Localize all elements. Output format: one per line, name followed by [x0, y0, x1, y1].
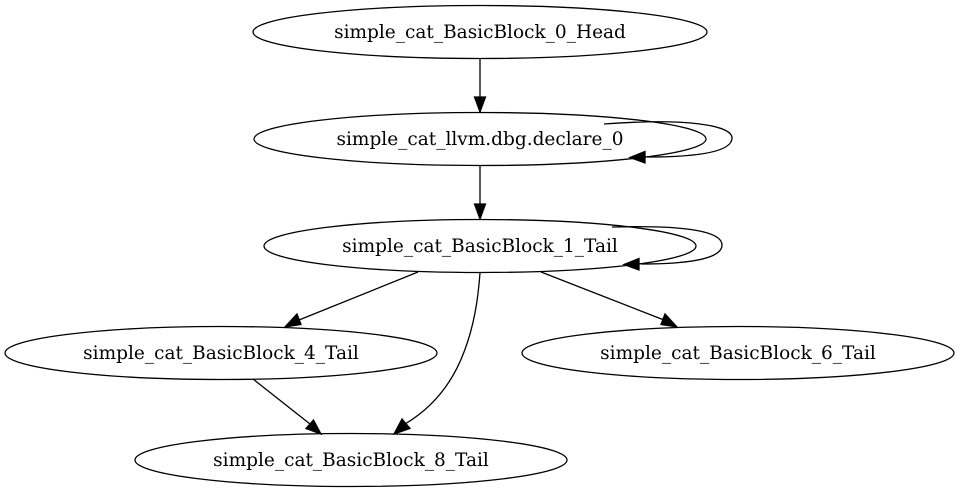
arrowhead — [392, 417, 412, 436]
node-label: simple_cat_BasicBlock_8_Tail — [213, 450, 489, 471]
edge-bb1-self-loop — [611, 226, 723, 271]
node-basicblock-6-tail: simple_cat_BasicBlock_6_Tail — [521, 325, 955, 381]
edge-head-to-declare — [473, 59, 487, 114]
arrowhead — [622, 257, 640, 271]
node-label: simple_cat_BasicBlock_0_Head — [334, 22, 626, 43]
node-basicblock-4-tail: simple_cat_BasicBlock_4_Tail — [4, 325, 438, 381]
node-label: simple_cat_BasicBlock_6_Tail — [600, 343, 876, 364]
edge-declare-self-loop — [603, 121, 733, 164]
arrowhead — [473, 96, 487, 114]
edge-bb1-to-bb8 — [392, 272, 481, 436]
arrowhead — [660, 312, 679, 328]
arrowhead — [304, 418, 323, 436]
node-basicblock-8-tail: simple_cat_BasicBlock_8_Tail — [134, 432, 568, 488]
arrowhead — [628, 150, 646, 164]
arrowhead — [283, 312, 302, 328]
edge-declare-to-bb1 — [473, 166, 487, 221]
edge-bb1-to-bb4 — [283, 271, 419, 328]
edge-bb4-to-bb8 — [252, 378, 323, 436]
node-label: simple_cat_BasicBlock_1_Tail — [342, 236, 618, 257]
node-label: simple_cat_llvm.dbg.declare_0 — [336, 129, 623, 150]
edge-bb1-to-bb6 — [540, 271, 679, 328]
node-label: simple_cat_BasicBlock_4_Tail — [83, 343, 359, 364]
arrowhead — [473, 203, 487, 221]
node-basicblock-0-head: simple_cat_BasicBlock_0_Head — [252, 4, 708, 60]
